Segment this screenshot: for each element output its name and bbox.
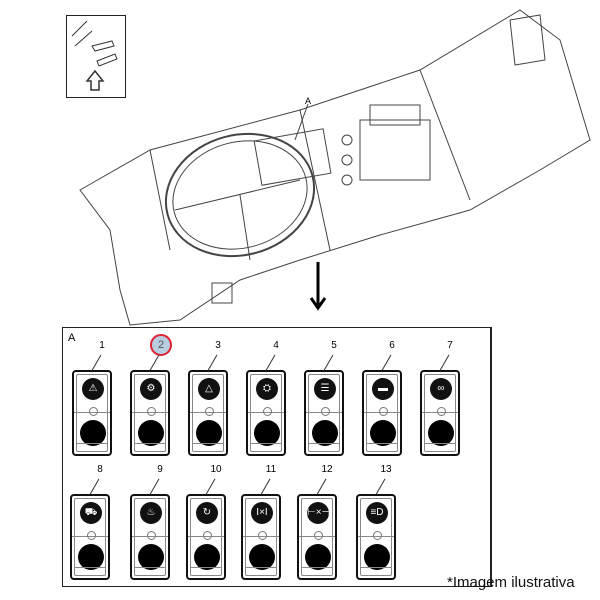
push-button[interactable] xyxy=(194,544,220,570)
trailer-brake-warning-icon: ⚠ xyxy=(82,378,104,400)
label-strip xyxy=(424,443,456,452)
push-button[interactable] xyxy=(138,420,164,446)
gear-icon: ⚙ xyxy=(140,378,162,400)
hazard-triangle-icon: △ xyxy=(198,378,220,400)
switch-frame xyxy=(308,374,340,452)
seat-heater-icon: ♨ xyxy=(140,502,162,524)
indicator-led-icon xyxy=(203,531,212,540)
switch-frame xyxy=(192,374,224,452)
switch-5[interactable]: ☰ xyxy=(304,370,344,456)
indicator-led-icon xyxy=(258,531,267,540)
label-strip xyxy=(250,443,282,452)
indicator-led-icon xyxy=(87,531,96,540)
caption: *Imagem ilustrativa xyxy=(447,574,575,591)
indicator-led-icon xyxy=(321,407,330,416)
switch-6[interactable]: ▬ xyxy=(362,370,402,456)
truck-icon: ▬ xyxy=(372,378,394,400)
diff-lock-icon: I×I xyxy=(251,502,273,524)
indicator-led-icon xyxy=(147,407,156,416)
label-strip xyxy=(74,567,106,576)
callout-number: 6 xyxy=(389,340,395,351)
push-button[interactable] xyxy=(254,420,280,446)
switch-frame xyxy=(250,374,282,452)
label-strip xyxy=(134,443,166,452)
push-button[interactable] xyxy=(78,544,104,570)
callout-number: 5 xyxy=(331,340,337,351)
push-button[interactable] xyxy=(80,420,106,446)
tilt-cab-icon: ↻ xyxy=(196,502,218,524)
engine-brake-icon: ⛭ xyxy=(256,378,278,400)
label-strip xyxy=(245,567,277,576)
truck-crane-icon: ⛟ xyxy=(80,502,102,524)
switch-10[interactable]: ↻ xyxy=(186,494,226,580)
label-strip xyxy=(301,567,333,576)
panel-label: A xyxy=(68,332,76,344)
label-strip xyxy=(134,567,166,576)
label-strip xyxy=(360,567,392,576)
callout-number: 1 xyxy=(99,340,105,351)
switch-frame xyxy=(134,374,166,452)
indicator-led-icon xyxy=(263,407,272,416)
switch-8[interactable]: ⛟ xyxy=(70,494,110,580)
axle-lock-icon: ⊢×⊣ xyxy=(307,502,330,524)
indicator-led-icon xyxy=(314,531,323,540)
callout-label: A xyxy=(305,96,312,106)
push-button[interactable] xyxy=(370,420,396,446)
work-light-icon: ≡D xyxy=(366,502,388,524)
switch-1[interactable]: ⚠ xyxy=(72,370,112,456)
indicator-led-icon xyxy=(379,407,388,416)
indicator-led-icon xyxy=(373,531,382,540)
divider xyxy=(62,586,445,587)
switch-3[interactable]: △ xyxy=(188,370,228,456)
push-button[interactable] xyxy=(428,420,454,446)
callout-number: 2 xyxy=(150,334,172,356)
push-button[interactable] xyxy=(305,544,331,570)
push-button[interactable] xyxy=(364,544,390,570)
callout-number: 7 xyxy=(447,340,453,351)
tachograph-icon: ∞ xyxy=(430,378,452,400)
view-direction-inset xyxy=(66,15,126,98)
switch-4[interactable]: ⛭ xyxy=(246,370,286,456)
callout-number: 12 xyxy=(321,464,333,475)
switch-frame xyxy=(424,374,456,452)
push-button[interactable] xyxy=(249,544,275,570)
push-button[interactable] xyxy=(196,420,222,446)
switch-7[interactable]: ∞ xyxy=(420,370,460,456)
callout-number: 3 xyxy=(215,340,221,351)
dashboard-illustration xyxy=(79,9,591,326)
switch-11[interactable]: I×I xyxy=(241,494,281,580)
callout-number: 13 xyxy=(380,464,392,475)
indicator-led-icon xyxy=(147,531,156,540)
switch-frame xyxy=(76,374,108,452)
indicator-led-icon xyxy=(89,407,98,416)
callout-number: 11 xyxy=(265,464,277,475)
switch-frame xyxy=(190,498,222,576)
switch-frame xyxy=(366,374,398,452)
label-strip xyxy=(192,443,224,452)
callout-number: 4 xyxy=(273,340,279,351)
switch-9[interactable]: ♨ xyxy=(130,494,170,580)
headlight-icon: ☰ xyxy=(314,378,336,400)
push-button[interactable] xyxy=(312,420,338,446)
switch-12[interactable]: ⊢×⊣ xyxy=(297,494,337,580)
indicator-led-icon xyxy=(437,407,446,416)
push-button[interactable] xyxy=(138,544,164,570)
switch-frame xyxy=(74,498,106,576)
switch-frame xyxy=(301,498,333,576)
switch-2[interactable]: ⚙ xyxy=(130,370,170,456)
switch-13[interactable]: ≡D xyxy=(356,494,396,580)
label-strip xyxy=(308,443,340,452)
callout-number: 9 xyxy=(157,464,163,475)
label-strip xyxy=(190,567,222,576)
callout-number: 10 xyxy=(210,464,222,475)
label-strip xyxy=(76,443,108,452)
switch-frame xyxy=(245,498,277,576)
switch-frame xyxy=(360,498,392,576)
switch-frame xyxy=(134,498,166,576)
label-strip xyxy=(366,443,398,452)
callout-number: 8 xyxy=(97,464,103,475)
indicator-led-icon xyxy=(205,407,214,416)
